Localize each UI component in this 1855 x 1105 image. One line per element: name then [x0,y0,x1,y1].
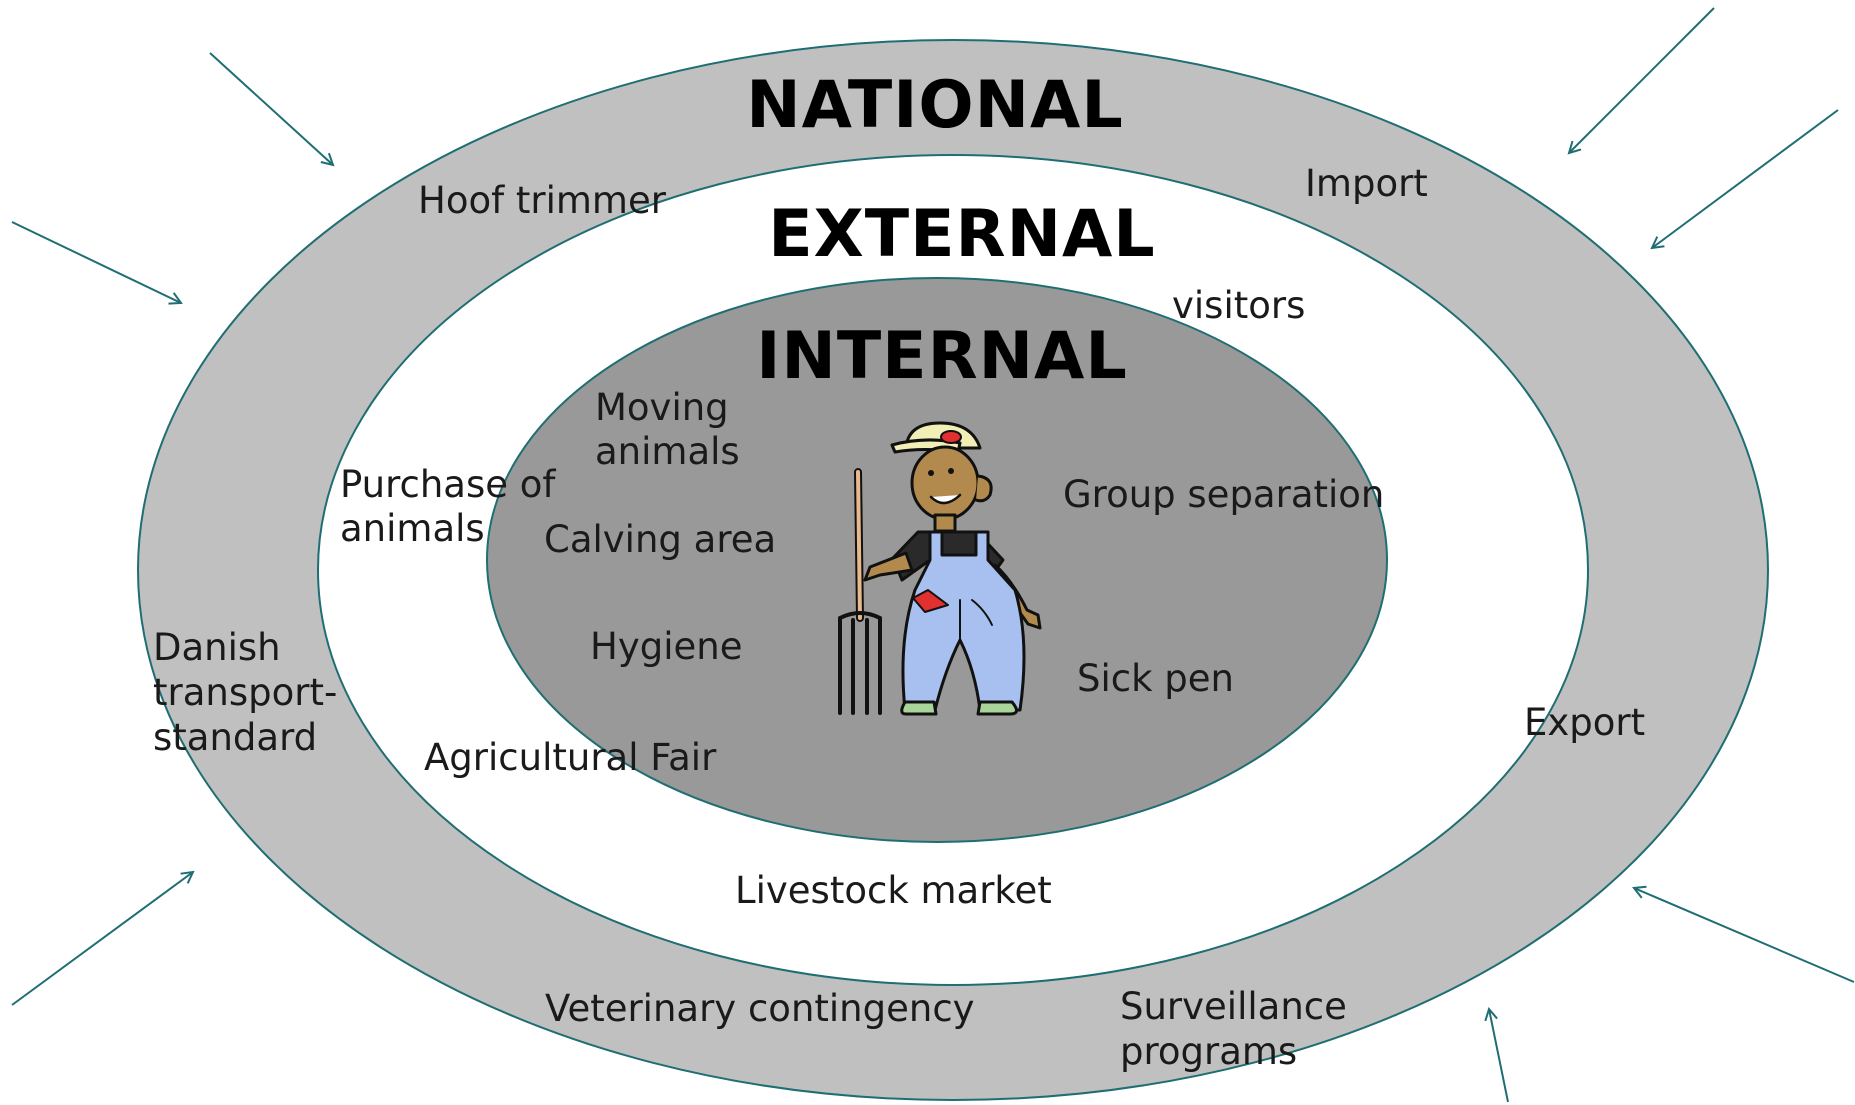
label-veterinary-contingency: Veterinary contingency [545,987,975,1030]
label-purchase-of-animals: Purchase of animals [340,463,567,550]
label-surveillance-line-2: programs [1120,1030,1297,1073]
label-danish-line-2: transport- [153,671,337,714]
label-moving-animals: Moving animals [595,386,740,473]
heading-national: NATIONAL [746,68,1124,143]
label-export: Export [1524,701,1645,744]
farmer-with-pitchfork-icon [838,421,1042,716]
ear [974,474,993,503]
label-agricultural-fair: Agricultural Fair [424,736,717,779]
label-moving-line-1: Moving [595,386,729,429]
arrow-top-right-lower [1652,109,1839,248]
left-arm [863,551,914,582]
label-danish-line-3: standard [153,716,317,759]
label-visitors: visitors [1172,284,1305,327]
heading-internal: INTERNAL [756,319,1128,394]
arrow-top-left-upper [209,52,333,165]
label-danish-transport-standard: Danish transport- standard [153,626,349,759]
pitchfork-tines [838,611,882,715]
right-boot [976,700,1018,716]
face [910,445,980,521]
label-sick-pen: Sick pen [1077,657,1234,700]
arrow-bottom-right [1634,888,1855,983]
label-group-separation: Group separation [1063,473,1384,516]
inward-arrows [11,7,1855,1103]
label-purchase-line-1: Purchase of [340,463,556,506]
label-hygiene: Hygiene [590,625,742,668]
label-calving-area: Calving area [544,518,776,561]
arrow-bottom-center [1489,1009,1509,1103]
label-livestock-market: Livestock market [735,869,1052,912]
overalls [901,530,1026,712]
cap-badge [940,430,962,444]
heading-external: EXTERNAL [768,197,1155,272]
label-moving-line-2: animals [595,430,740,473]
label-danish-line-1: Danish [153,626,281,669]
arrow-bottom-left [11,872,193,1006]
left-boot [900,700,938,716]
label-surveillance-programs: Surveillance programs [1120,985,1359,1073]
label-hoof-trimmer: Hoof trimmer [418,179,667,222]
arrow-top-right-upper [1569,7,1715,153]
label-import: Import [1305,162,1428,205]
label-surveillance-line-1: Surveillance [1120,985,1347,1028]
arrow-top-left-lower [11,221,181,303]
handkerchief [912,589,949,613]
label-purchase-line-2: animals [340,507,485,550]
